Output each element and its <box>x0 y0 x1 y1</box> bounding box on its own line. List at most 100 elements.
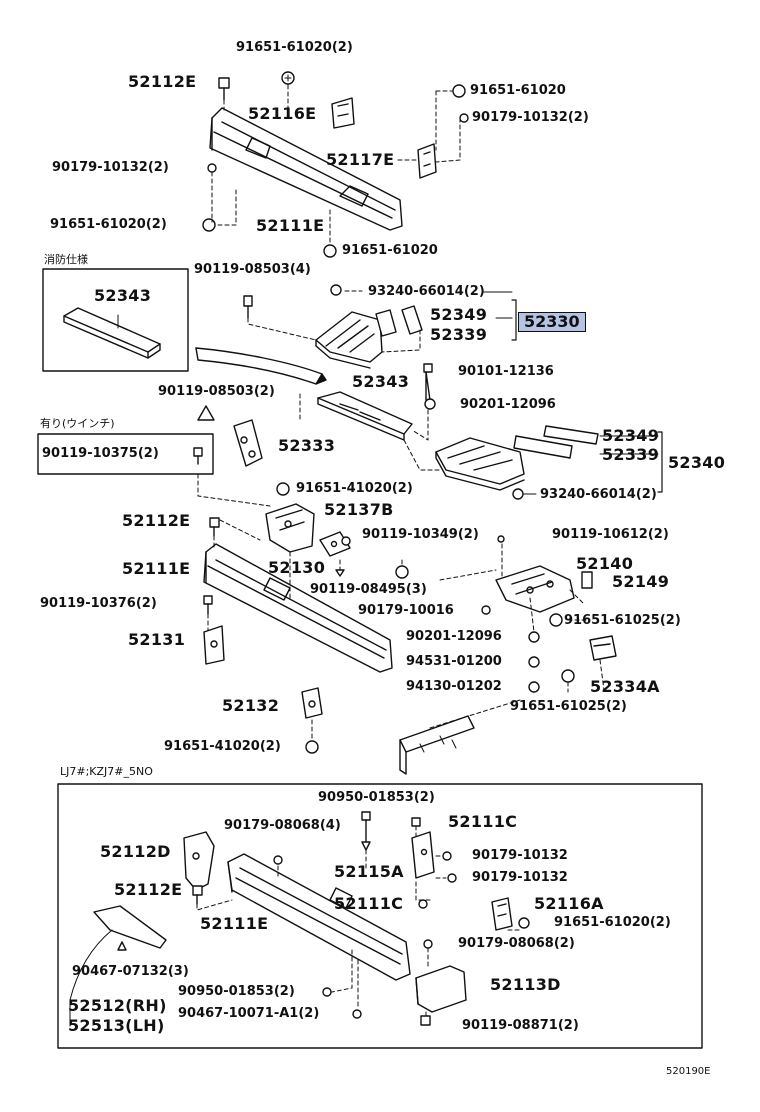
label-93240-66014-2-right: 93240-66014(2) <box>540 487 657 502</box>
label-90201-12096-top: 90201-12096 <box>460 397 556 412</box>
label-90179-08068-4: 90179-08068(4) <box>224 818 341 833</box>
plate-52343-middle <box>317 391 413 441</box>
pad-52349-top <box>375 309 397 337</box>
label-52149: 52149 <box>612 572 670 591</box>
label-52132: 52132 <box>222 696 280 715</box>
pad-52349-right <box>543 425 599 445</box>
label-90179-08068-2: 90179-08068(2) <box>458 936 575 951</box>
label-52112e-bottom: 52112E <box>114 880 183 899</box>
label-52113d: 52113D <box>490 975 561 994</box>
end-cap-52113d <box>415 965 467 1013</box>
label-with-winch: 有り(ウインチ) <box>40 417 115 430</box>
label-90179-10016: 90179-10016 <box>358 603 454 618</box>
label-91651-41020-2-bottom: 91651-41020(2) <box>164 739 281 754</box>
nut-top-left <box>281 71 295 85</box>
label-52112d: 52112D <box>100 842 171 861</box>
label-94130-01202: 94130-01202 <box>406 679 502 694</box>
label-52513-lh: 52513(LH) <box>68 1016 165 1035</box>
bolt-90119-10376 <box>203 595 213 615</box>
bolt-52112e-bottom <box>192 885 203 905</box>
frame-rail <box>399 715 475 775</box>
label-90101-12136: 90101-12136 <box>458 364 554 379</box>
label-52349-top: 52349 <box>430 305 488 324</box>
bracket-52116e <box>331 97 355 129</box>
step-52340 <box>435 437 525 491</box>
label-91651-61020-top-right: 91651-61020 <box>470 83 566 98</box>
label-fire-spec: 消防仕様 <box>44 253 88 266</box>
label-52334a: 52334A <box>590 677 660 696</box>
label-90119-10375-2: 90119-10375(2) <box>42 446 159 461</box>
label-90179-10132-a: 90179-10132 <box>472 848 568 863</box>
label-52111e-middle: 52111E <box>122 559 191 578</box>
bracket-52116a <box>491 897 513 931</box>
label-52137b: 52137B <box>324 500 394 519</box>
label-52512-rh: 52512(RH) <box>68 996 167 1015</box>
label-52340: 52340 <box>668 453 726 472</box>
label-52349-right: 52349 <box>602 426 660 445</box>
label-93240-66014-2-top: 93240-66014(2) <box>368 284 485 299</box>
label-90467-07132-3: 90467-07132(3) <box>72 964 189 979</box>
label-52117e: 52117E <box>326 150 395 169</box>
collar-52149 <box>581 571 593 589</box>
bracket-52130 <box>265 503 315 553</box>
label-52111c-top: 52111C <box>448 812 518 831</box>
bracket-52115a <box>411 831 435 879</box>
label-52112e-top: 52112E <box>128 72 197 91</box>
label-52343-middle: 52343 <box>352 372 410 391</box>
label-52130: 52130 <box>268 558 326 577</box>
label-variant: LJ7#;KZJ7#_5NO <box>60 765 153 778</box>
plate-52343-fire-spec <box>63 307 161 359</box>
bolt-52112e-middle <box>209 517 220 537</box>
pad-52339-top <box>401 305 423 335</box>
label-90119-08503-2: 90119-08503(2) <box>158 384 275 399</box>
label-91651-61020-2-bottom: 91651-61020(2) <box>554 915 671 930</box>
bumper-bar-middle <box>203 543 393 673</box>
label-91651-61020-bottom: 91651-61020 <box>342 243 438 258</box>
label-91651-61025-2-bottom: 91651-61025(2) <box>510 699 627 714</box>
label-90119-08871-2: 90119-08871(2) <box>462 1018 579 1033</box>
label-90950-01853-2-top: 90950-01853(2) <box>318 790 435 805</box>
bolt-90119-10375 <box>193 447 203 465</box>
label-91651-61025-2-top: 91651-61025(2) <box>564 613 681 628</box>
label-90119-10612-2: 90119-10612(2) <box>552 527 669 542</box>
label-90119-10376-2: 90119-10376(2) <box>40 596 157 611</box>
label-52116a: 52116A <box>534 894 604 913</box>
label-52339-top: 52339 <box>430 325 488 344</box>
pad-52339-right <box>513 435 573 459</box>
label-52131: 52131 <box>128 630 186 649</box>
label-52112e-middle: 52112E <box>122 511 191 530</box>
bolt-90119-08503 <box>243 295 253 319</box>
label-90179-10132-2-top-right: 90179-10132(2) <box>472 110 589 125</box>
diagram-code: 520190E <box>666 1066 711 1077</box>
bolt-52112e-top <box>218 77 230 101</box>
bolt-90950-01853-top <box>361 811 371 851</box>
label-52140: 52140 <box>576 554 634 573</box>
bracket-52140 <box>495 565 575 613</box>
fire-spec-box <box>42 268 189 372</box>
bracket-52333 <box>233 419 263 467</box>
label-90179-10132-b: 90179-10132 <box>472 870 568 885</box>
bumper-bar-top <box>209 107 403 231</box>
label-91651-61020-2-left: 91651-61020(2) <box>50 217 167 232</box>
label-91651-61020-2-top: 91651-61020(2) <box>236 40 353 55</box>
label-52116e: 52116E <box>248 104 317 123</box>
label-90201-12096-bottom: 90201-12096 <box>406 629 502 644</box>
bracket-52117e <box>417 143 437 179</box>
label-90119-08503-4: 90119-08503(4) <box>194 262 311 277</box>
variant-box <box>57 783 703 1049</box>
label-90467-10071-a1-2: 90467-10071-A1(2) <box>178 1006 320 1021</box>
label-52111c-bottom: 52111C <box>334 894 404 913</box>
label-52343-fire-spec: 52343 <box>94 286 152 305</box>
label-90950-01853-2-bottom: 90950-01853(2) <box>178 984 295 999</box>
mudflap-52512 <box>93 905 167 951</box>
label-52333: 52333 <box>278 436 336 455</box>
label-94531-01200: 94531-01200 <box>406 654 502 669</box>
bracket-52334a <box>589 635 617 661</box>
label-52330-highlight: 52330 <box>518 312 586 332</box>
bumper-bar-bottom <box>227 853 411 981</box>
bracket-52132 <box>301 687 323 719</box>
label-52115a: 52115A <box>334 862 404 881</box>
stone-guard-52112d <box>183 831 215 891</box>
label-91651-41020-2-top: 91651-41020(2) <box>296 481 413 496</box>
